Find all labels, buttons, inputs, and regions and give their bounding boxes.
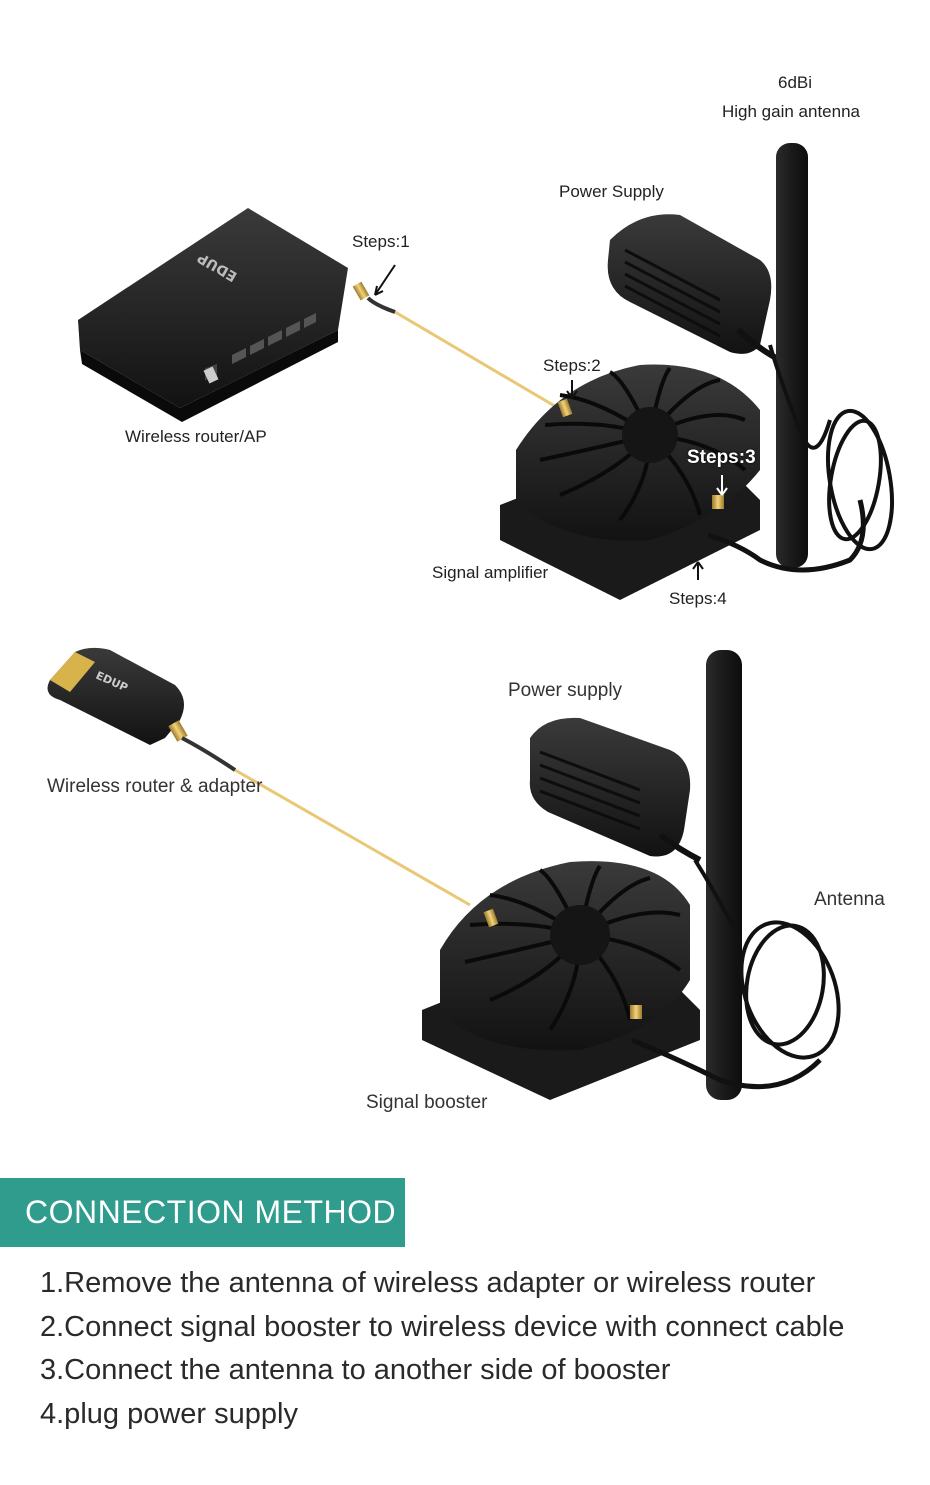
high-gain-antenna-label: High gain antenna: [722, 102, 861, 121]
step-1-label: Steps:1: [352, 232, 410, 251]
power-cable-coil-bottom: [693, 858, 841, 1060]
step-4-label: Steps:4: [669, 589, 727, 608]
wireless-router-adapter-label: Wireless router & adapter: [47, 776, 263, 797]
router-sma-connector: [352, 281, 370, 301]
high-gain-antenna-top: [776, 143, 808, 568]
signal-amplifier-device: [500, 364, 866, 600]
power-supply-bottom: [529, 717, 702, 863]
power-supply-label-bottom: Power supply: [508, 680, 623, 701]
power-cable-coil-top: [768, 344, 894, 552]
antenna-label: Antenna: [814, 889, 885, 910]
power-supply-top: [607, 214, 782, 363]
step-item: 1.Remove the antenna of wireless adapter…: [40, 1267, 816, 1299]
step-2-label: Steps:2: [543, 356, 601, 375]
step-item: 3.Connect the antenna to another side of…: [40, 1354, 671, 1386]
coax-cable-top: [366, 296, 571, 417]
router-ports-icon: [232, 313, 316, 364]
wireless-router-ap-label: Wireless router/AP: [125, 427, 267, 446]
usb-connector-gold: [50, 652, 95, 692]
usb-wireless-adapter: EDUP: [47, 647, 188, 745]
power-supply-label-top: Power Supply: [559, 182, 664, 201]
step-3-label: Steps:3: [687, 447, 756, 468]
step-arrows-top: [374, 264, 728, 580]
signal-booster-label: Signal booster: [366, 1092, 488, 1113]
connection-diagram: EDUP: [47, 73, 894, 1113]
step-item: 4.plug power supply: [40, 1397, 298, 1430]
connection-method-header: CONNECTION METHOD: [0, 1178, 405, 1247]
signal-booster-device: [422, 861, 822, 1100]
antenna-gain-label: 6dBi: [777, 73, 813, 92]
step-item: 2.Connect signal booster to wireless dev…: [40, 1310, 845, 1343]
antenna-bottom: [706, 650, 742, 1100]
antenna-port-top: [712, 495, 724, 509]
diagram-illustration: EDUP: [47, 143, 894, 1100]
connection-steps-list: 1.Remove the antenna of wireless adapter…: [40, 1262, 844, 1436]
section-title: CONNECTION METHOD: [25, 1194, 397, 1230]
wireless-router-device: EDUP: [78, 208, 370, 422]
signal-amplifier-label: Signal amplifier: [432, 563, 549, 582]
